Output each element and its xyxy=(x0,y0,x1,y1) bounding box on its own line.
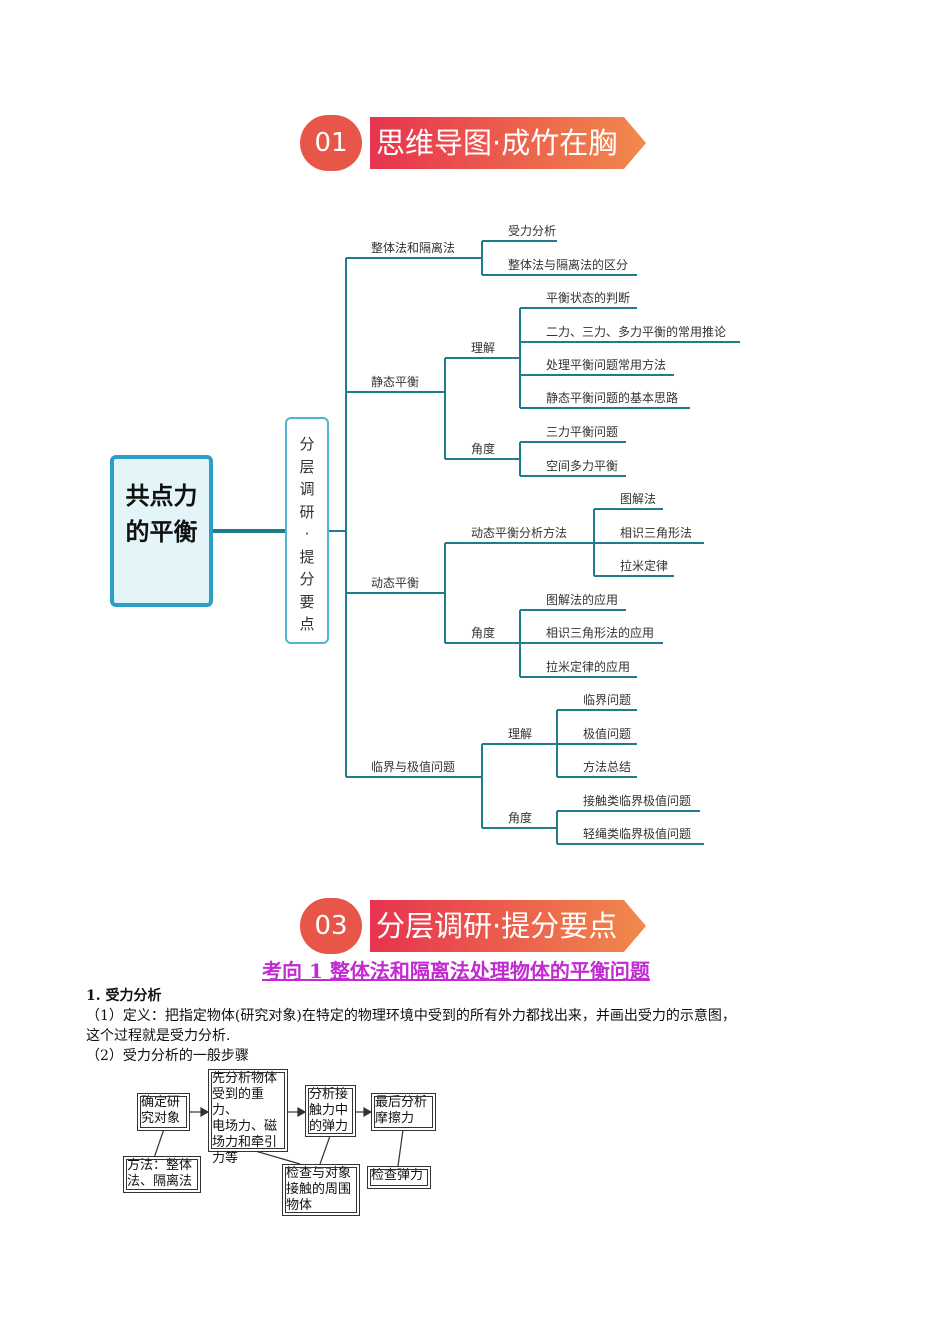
mind-map-hub: 分层调研·提分要点 xyxy=(285,417,329,644)
leaf-label: 受力分析 xyxy=(508,224,557,238)
mind-map: 共点力的平衡 分层调研·提分要点 整体法和隔离法 受力分析 整体法与隔离法的区分… xyxy=(110,224,740,845)
leaf-label: 空间多力平衡 xyxy=(546,459,619,473)
leaf-label: 拉米定律 xyxy=(620,559,669,573)
paragraph-line: 这个过程就是受力分析. xyxy=(86,1028,231,1044)
branch-label: 整体法和隔离法 xyxy=(371,241,456,255)
leaf-label: 拉米定律的应用 xyxy=(546,660,631,674)
root-label: 共点力的平衡 xyxy=(125,482,198,546)
sub-branch-label: 动态平衡分析方法 xyxy=(471,526,568,540)
banner-number: 01 xyxy=(300,115,362,171)
mind-map-root: 共点力的平衡 xyxy=(110,455,213,607)
leaf-label: 图解法 xyxy=(620,492,657,506)
sub-branch-label: 理解 xyxy=(508,727,533,741)
leaf-label: 图解法的应用 xyxy=(546,593,619,607)
flow-note-box: 检查与对象 接触的周围 物体 xyxy=(282,1164,360,1216)
leaf-label: 平衡状态的判断 xyxy=(546,291,631,305)
branch-label: 动态平衡 xyxy=(371,576,420,590)
leaf-label: 极值问题 xyxy=(583,727,632,741)
leaf-label: 方法总结 xyxy=(583,760,632,774)
leaf-label: 临界问题 xyxy=(583,693,632,707)
hub-label: 分层调研·提分要点 xyxy=(299,435,315,633)
topic-title: 考向 1 整体法和隔离法处理物体的平衡问题 xyxy=(262,959,650,983)
banner-number: 03 xyxy=(300,898,362,954)
leaf-label: 轻绳类临界极值问题 xyxy=(583,827,692,841)
branch-label: 静态平衡 xyxy=(371,375,420,389)
sub-branch-label: 角度 xyxy=(471,626,496,640)
leaf-label: 二力、三力、多力平衡的常用推论 xyxy=(546,325,727,339)
flow-step-box: 最后分析 摩擦力 xyxy=(371,1093,436,1131)
leaf-label: 处理平衡问题常用方法 xyxy=(546,358,667,372)
leaf-label: 相识三角形法 xyxy=(620,526,693,540)
sub-branch-label: 角度 xyxy=(508,811,533,825)
paragraph-line: （2）受力分析的一般步骤 xyxy=(86,1048,249,1064)
leaf-label: 相识三角形法的应用 xyxy=(546,626,655,640)
flow-step-box: 确定研 究对象 xyxy=(137,1093,190,1131)
flow-step-box: 先分析物体 受到的重力、 电场力、磁 场力和牵引 力等 xyxy=(208,1069,288,1166)
section-heading: 1. 受力分析 xyxy=(86,988,162,1004)
leaf-label: 整体法与隔离法的区分 xyxy=(508,258,629,272)
flow-note-box: 检查弹力 xyxy=(367,1166,431,1189)
sub-branch-label: 角度 xyxy=(471,442,496,456)
flow-note-box: 方法：整体 法、隔离法 xyxy=(123,1156,201,1193)
paragraph-line: （1）定义：把指定物体(研究对象)在特定的物理环境中受到的所有外力都找出来，并画… xyxy=(86,1008,736,1024)
leaf-label: 接触类临界极值问题 xyxy=(583,794,692,808)
section-banner-03: 03 分层调研·提分要点 xyxy=(300,896,650,956)
branch-label: 临界与极值问题 xyxy=(371,760,456,774)
mind-map-connectors xyxy=(213,240,740,845)
banner-title: 思维导图·成竹在胸 xyxy=(370,117,646,169)
sub-branch-label: 理解 xyxy=(471,341,496,355)
banner-title: 分层调研·提分要点 xyxy=(370,900,646,952)
leaf-label: 静态平衡问题的基本思路 xyxy=(546,391,679,405)
section-banner-01: 01 思维导图·成竹在胸 xyxy=(300,113,650,173)
flow-step-box: 分析接 触力中 的弹力 xyxy=(305,1085,356,1137)
leaf-label: 三力平衡问题 xyxy=(546,425,619,439)
